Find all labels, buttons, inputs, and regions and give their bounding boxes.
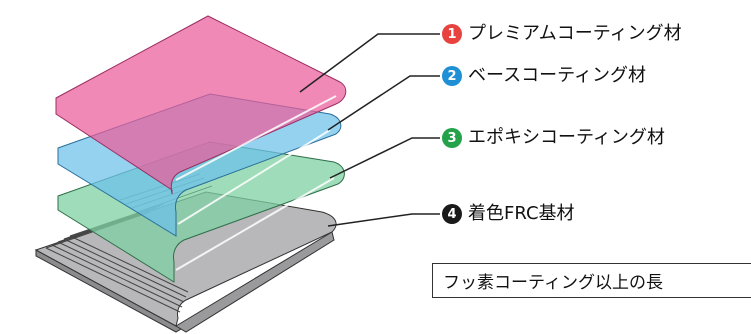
note-box: フッ素コーティング以上の長 [432,263,751,298]
leader-line-1 [299,33,440,93]
premium-coating-layer [55,15,347,195]
leader-line-2 [327,75,440,131]
layer-label-3: エポキシコーティング材 [468,127,665,148]
layer-label-2: ベースコーティング材 [468,65,647,86]
layer-number-badge-2: 2 [442,66,462,86]
layer-label-4: 着色FRC基材 [468,203,575,224]
note-text: フッ素コーティング以上の長 [443,273,663,293]
leader-line-4 [327,213,440,227]
leader-lines [299,33,440,227]
epoxy-sheet-shine [175,177,335,271]
premium-sheet-shine [175,95,337,181]
layer-label-1: プレミアムコーティング材 [468,23,682,44]
layer-number-badge-1: 1 [442,24,462,44]
base-coating-shine [177,129,331,225]
frc-base-bottom-edge [175,231,335,333]
layer-number-badge-4: 4 [442,204,462,224]
layer-number-badge-3: 3 [442,128,462,148]
leader-line-3 [329,137,440,179]
premium-sheet [55,15,347,195]
